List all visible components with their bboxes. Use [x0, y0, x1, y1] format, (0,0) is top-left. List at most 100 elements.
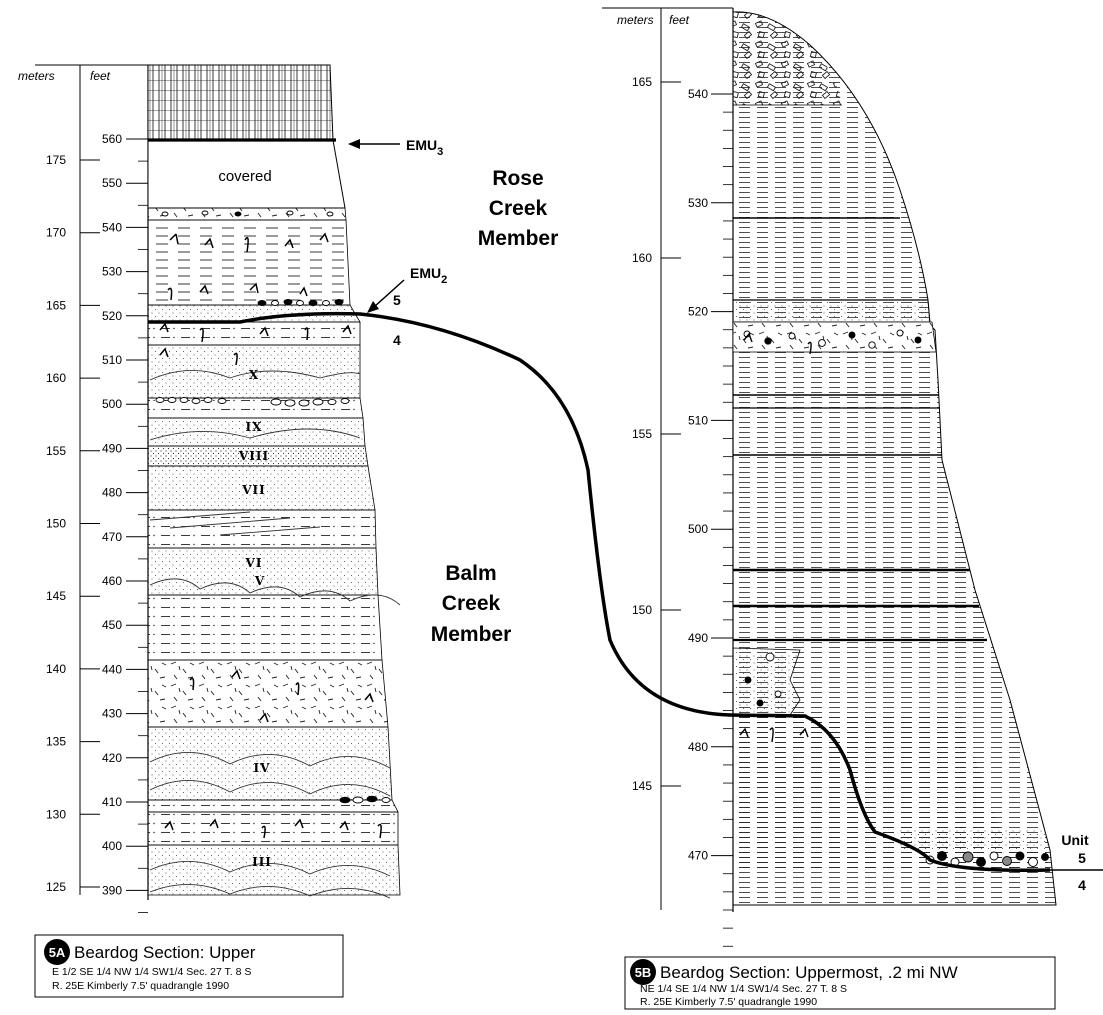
caption-5a-line2: R. 25E Kimberly 7.5' quadrangle 1990: [52, 980, 229, 992]
unit-4-label-a: 4: [393, 332, 401, 348]
axis-tick-label: 150: [632, 603, 652, 617]
badge-5b: [630, 959, 656, 985]
axis-tick-label: 510: [688, 413, 708, 427]
svg-text:Creek: Creek: [442, 592, 501, 615]
paleosol-bed-lower: [147, 811, 399, 846]
axis-tick-label: 170: [46, 226, 66, 240]
meters-ticks-b: 165 160 155 150 145: [632, 75, 681, 793]
axis-tick-label: 450: [102, 618, 122, 632]
feet-axis-label-b: feet: [669, 13, 690, 27]
unit-numeral-viii: VIII: [238, 449, 269, 463]
blocky-rubble-top: [733, 11, 842, 105]
unit-5-sandstone-b: [900, 830, 1050, 850]
siltstone-bed-3: [147, 594, 383, 661]
axis-tick-label: 135: [46, 735, 66, 749]
axis-tick-label: 520: [688, 305, 708, 319]
axis-tick-label: 500: [102, 397, 122, 411]
axis-tick-label: 150: [46, 517, 66, 531]
axis-tick-label: 500: [688, 522, 708, 536]
axis-tick-label: 420: [102, 751, 122, 765]
axis-tick-label: 490: [688, 631, 708, 645]
feet-axis-label: feet: [90, 69, 111, 83]
axis-tick-label: 145: [632, 779, 652, 793]
axis-tick-label: 530: [102, 265, 122, 279]
tuffaceous-paleosol-unit: [147, 659, 389, 728]
caption-box-5a: [34, 934, 344, 998]
caption-5b: 5B Beardog Section: Uppermost, .2 mi NW …: [624, 956, 1056, 1010]
axis-tick-label: 440: [102, 662, 122, 676]
svg-text:Rose: Rose: [492, 167, 543, 190]
unit-numeral-iv: IV: [254, 761, 271, 775]
unit-numeral-ix: IX: [246, 420, 263, 434]
unit-numeral-x: X: [249, 368, 259, 382]
mudstone-paleosol-unit: [147, 219, 351, 306]
axis-tick-label: 155: [632, 427, 652, 441]
unit-5-label-b: 5: [1078, 850, 1086, 866]
axis-tick-label: 165: [46, 298, 66, 312]
section-5b: meters feet 165 160 155 150 145 540 530 520 510…: [602, 7, 1103, 1010]
axis-tick-label: 530: [688, 196, 708, 210]
tuff-bed-upper: [147, 207, 347, 221]
limestone-cap-unit: [147, 64, 334, 141]
axis-tick-label: 540: [102, 220, 122, 234]
axis-tick-label: 145: [46, 589, 66, 603]
cross-bedding-a: [149, 370, 401, 899]
sandstone-bed-b: [732, 299, 931, 323]
svg-text:Creek: Creek: [489, 197, 548, 220]
unit-numeral-iii: III: [252, 855, 272, 869]
axis-tick-label: 140: [46, 662, 66, 676]
axis-tick-label: 390: [102, 883, 122, 897]
axis-tick-label: 480: [688, 740, 708, 754]
bedding-lines-b: [733, 217, 987, 642]
covered-label: covered: [218, 168, 271, 185]
svg-text:Member: Member: [478, 227, 559, 250]
svg-text:Balm: Balm: [445, 562, 496, 585]
section-5a: meters feet 1751701651601551501451401351…: [18, 64, 447, 998]
rose-creek-member-label: Rose Creek Member: [478, 167, 559, 250]
axis-tick-label: 410: [102, 795, 122, 809]
axis-tick-label: 125: [46, 880, 66, 894]
axis-tick-label: 550: [102, 176, 122, 190]
axis-tick-label: 560: [102, 132, 122, 146]
axis-tick-label: 130: [46, 807, 66, 821]
badge-5a-text: 5A: [49, 945, 66, 960]
correlation-line: [148, 311, 1051, 873]
axis-tick-label: 470: [688, 849, 708, 863]
unit-4-label-b: 4: [1078, 877, 1086, 893]
caption-5a-line1: E 1/2 SE 1/4 NW 1/4 SW1/4 Sec. 27 T. 8 S: [52, 966, 251, 978]
balm-creek-member-label: Balm Creek Member: [431, 562, 512, 646]
axis-tick-label: 160: [632, 251, 652, 265]
axis-tick-label: 160: [46, 371, 66, 385]
unit-label-b: Unit: [1061, 832, 1089, 848]
caption-5b-title: Beardog Section: Uppermost, .2 mi NW: [660, 963, 958, 982]
feet-ticks-b: 540 530 520 510 500 490 480 470: [688, 87, 733, 947]
unit-numeral-v: V: [254, 574, 265, 588]
caption-box-5b: [624, 956, 1056, 1010]
siltstone-bed-2: [147, 509, 377, 549]
paleosol-texture-b: [733, 322, 936, 352]
meters-axis-label-b: meters: [617, 13, 654, 27]
emu2-marker: EMU2: [367, 265, 447, 313]
emu3-label: EMU3: [406, 137, 443, 158]
meters-axis-label: meters: [18, 69, 55, 83]
axis-tick-label: 520: [102, 309, 122, 323]
unit-iii-sandstone: [147, 844, 401, 896]
axis-tick-label: 490: [102, 441, 122, 455]
axis-tick-label: 155: [46, 444, 66, 458]
badge-5a: [44, 939, 70, 965]
unit-5-label-a: 5: [393, 292, 401, 308]
axis-tick-label: 165: [632, 75, 652, 89]
unit-numeral-vi: VI: [245, 556, 263, 570]
axis-tick-label: 470: [102, 530, 122, 544]
badge-5b-text: 5B: [635, 965, 652, 980]
axis-tick-label: 430: [102, 707, 122, 721]
caption-5b-line2: R. 25E Kimberly 7.5' quadrangle 1990: [640, 996, 817, 1008]
axis-tick-label: 510: [102, 353, 122, 367]
feet-ticks-a: 5605505405305205105004904804704604504404…: [102, 132, 148, 913]
axis-tick-label: 540: [688, 87, 708, 101]
root-traces-a: [159, 232, 382, 839]
caption-5b-line1: NE 1/4 SE 1/4 NW 1/4 SW1/4 Sec. 27 T. 8 …: [640, 983, 847, 995]
paleosol-bed: [147, 321, 361, 346]
